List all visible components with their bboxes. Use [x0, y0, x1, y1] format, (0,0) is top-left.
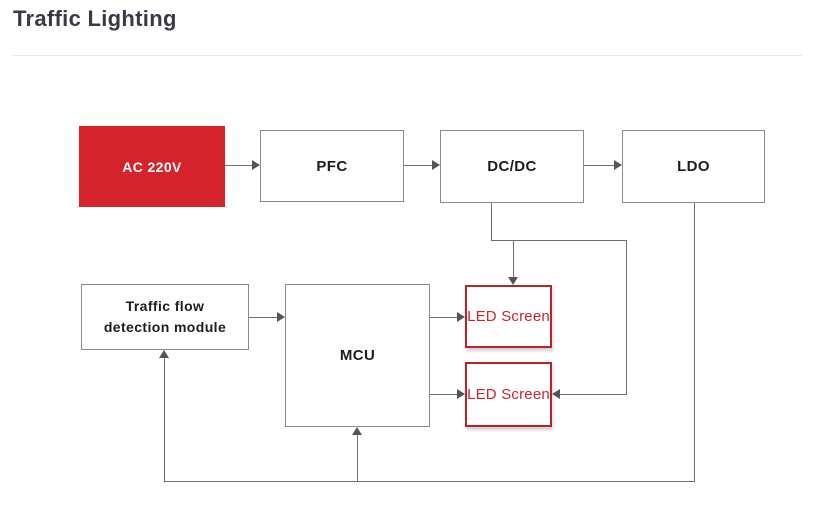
edge-dcdc-ldo-line: [584, 165, 614, 166]
node-ac-220v: AC 220V: [79, 126, 225, 207]
node-ac-220v-label: AC 220V: [122, 158, 182, 175]
edge-ldo-drop-line: [694, 203, 695, 482]
node-ldo: LDO: [622, 130, 765, 203]
edge-traffic-mcu-arrowhead-icon: [277, 312, 285, 322]
edge-mcu-led1-arrowhead-icon: [457, 312, 465, 322]
edge-rail-drop-line: [626, 241, 627, 394]
edge-rail-traffic-line: [164, 358, 165, 482]
node-pfc: PFC: [260, 130, 404, 202]
edge-rail-traffic-arrowhead-icon: [159, 350, 169, 358]
edge-rail-mcu-arrowhead-icon: [352, 427, 362, 435]
node-traffic-flow-detection-module-label: Traffic flow detection module: [103, 298, 227, 335]
node-led-screen-2: LED Screen: [465, 362, 552, 427]
node-mcu-label: MCU: [339, 347, 376, 364]
edge-pfc-dcdc-line: [404, 165, 432, 166]
edge-rail-led1-line: [513, 241, 514, 277]
edge-pfc-dcdc-arrowhead-icon: [432, 160, 440, 170]
edge-rail-mcu-line: [357, 435, 358, 482]
edge-ac220v-pfc-line: [225, 165, 252, 166]
edge-ac220v-pfc-arrowhead-icon: [252, 160, 260, 170]
page-title: Traffic Lighting: [13, 6, 177, 31]
edge-dcdc-ldo-arrowhead-icon: [614, 160, 622, 170]
header-divider: [13, 55, 802, 56]
node-pfc-label: PFC: [316, 157, 348, 175]
node-led-screen-1: LED Screen: [465, 285, 552, 348]
edge-feedback-rail-line: [164, 481, 695, 482]
edge-mcu-led1-line: [430, 317, 457, 318]
node-dc-dc: DC/DC: [440, 130, 584, 203]
node-dc-dc-label: DC/DC: [487, 158, 537, 175]
edge-rail-led2-arrowhead-icon: [552, 389, 560, 399]
edge-dcdc-rail-line: [491, 240, 627, 241]
node-traffic-flow-detection-module: Traffic flow detection module: [81, 284, 249, 350]
edge-traffic-mcu-line: [249, 317, 277, 318]
node-mcu: MCU: [285, 284, 430, 427]
node-ldo-label: LDO: [677, 158, 710, 175]
node-led-screen-2-label: LED Screen: [467, 386, 550, 403]
edge-rail-led1-arrowhead-icon: [508, 277, 518, 285]
node-led-screen-1-label: LED Screen: [467, 308, 550, 325]
edge-rail-led2-line: [560, 394, 627, 395]
edge-mcu-led2-arrowhead-icon: [457, 389, 465, 399]
edge-mcu-led2-line: [430, 394, 457, 395]
edge-dcdc-drop-line: [491, 203, 492, 241]
